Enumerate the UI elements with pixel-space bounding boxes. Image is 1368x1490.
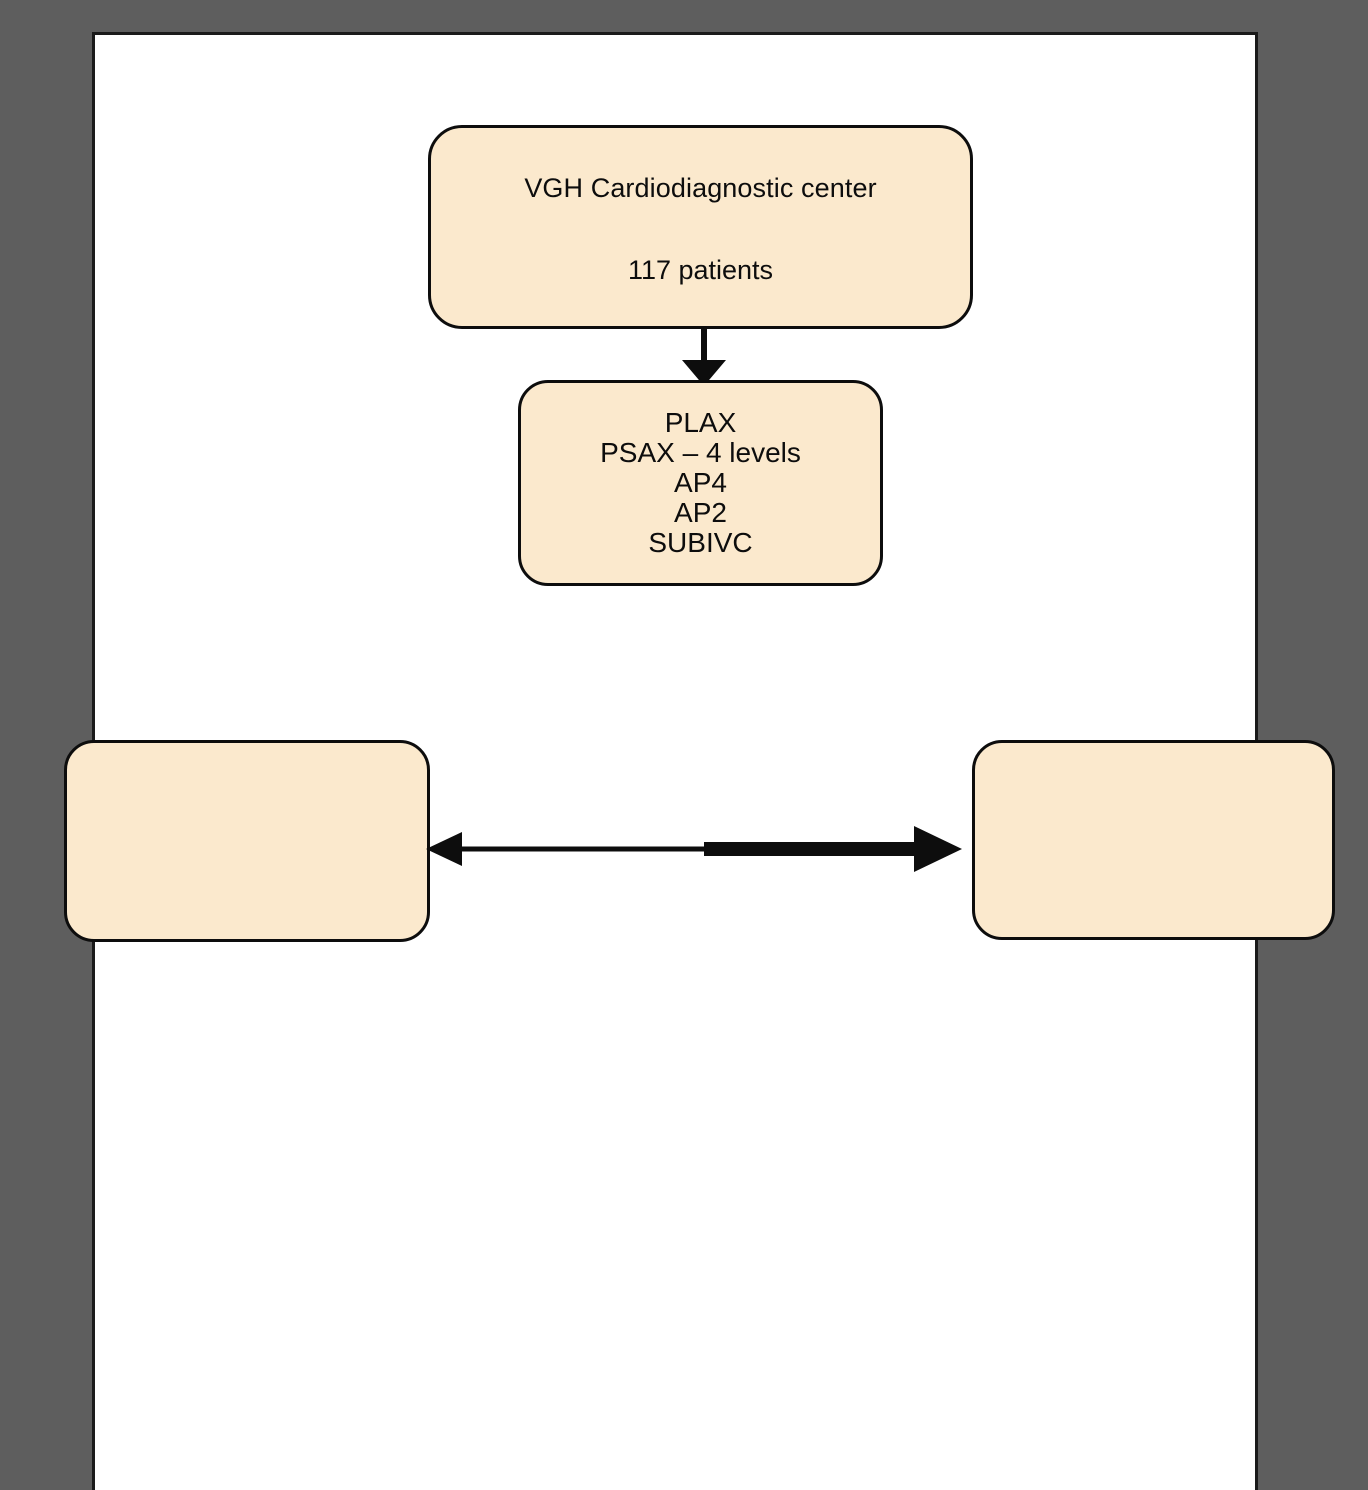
echo-view-item-psax: PSAX – 4 levels [600, 437, 801, 468]
arrow-source-to-views [672, 326, 736, 388]
node-echo-views[interactable]: PLAX PSAX – 4 levels AP4 AP2 SUBIVC [518, 380, 883, 586]
echo-view-item-subivc: SUBIVC [648, 527, 753, 558]
arrow-left-right-bidirectional [424, 818, 964, 880]
node-source-cohort[interactable]: VGH Cardiodiagnostic center 117 patients [428, 125, 973, 329]
node-source-patient-count: 117 patients [627, 254, 774, 285]
node-right-empty[interactable] [972, 740, 1335, 940]
echo-view-item-plax: PLAX [664, 407, 737, 438]
echo-view-item-ap2: AP2 [674, 497, 727, 528]
node-source-title: VGH Cardiodiagnostic center [524, 173, 877, 203]
echo-view-item-ap4: AP4 [674, 467, 727, 498]
echo-views-list: PLAX PSAX – 4 levels AP4 AP2 SUBIVC [600, 408, 801, 558]
node-left-empty[interactable] [64, 740, 430, 942]
